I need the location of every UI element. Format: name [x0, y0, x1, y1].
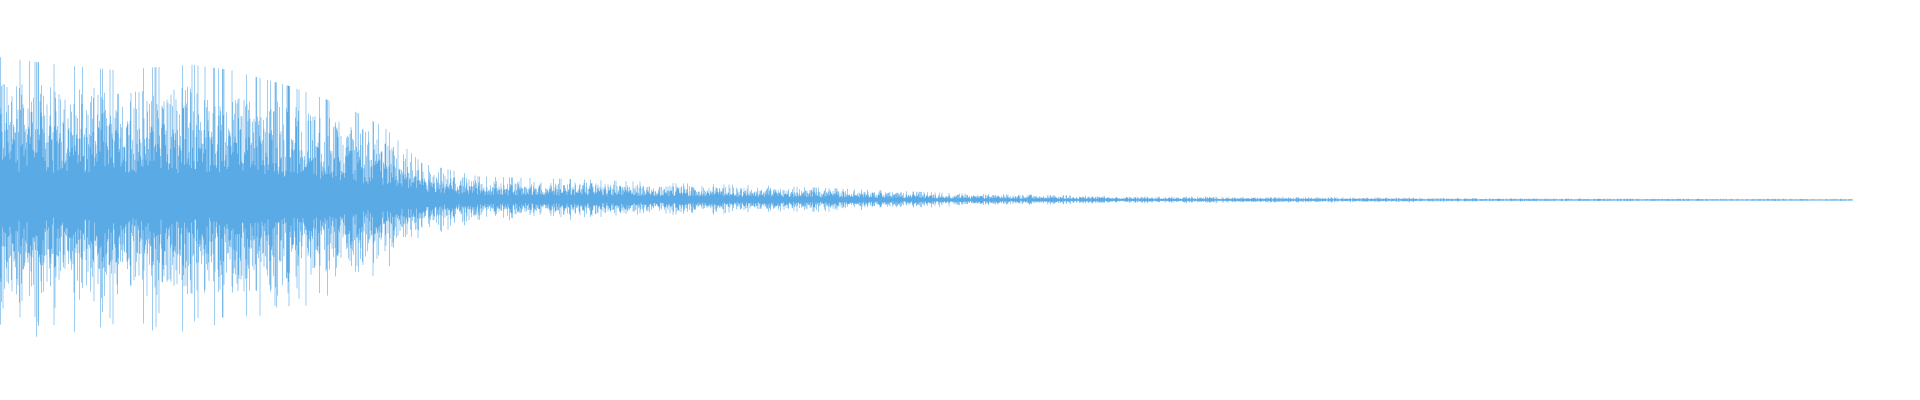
waveform-samples [0, 57, 1853, 337]
waveform-path [0, 57, 1853, 337]
